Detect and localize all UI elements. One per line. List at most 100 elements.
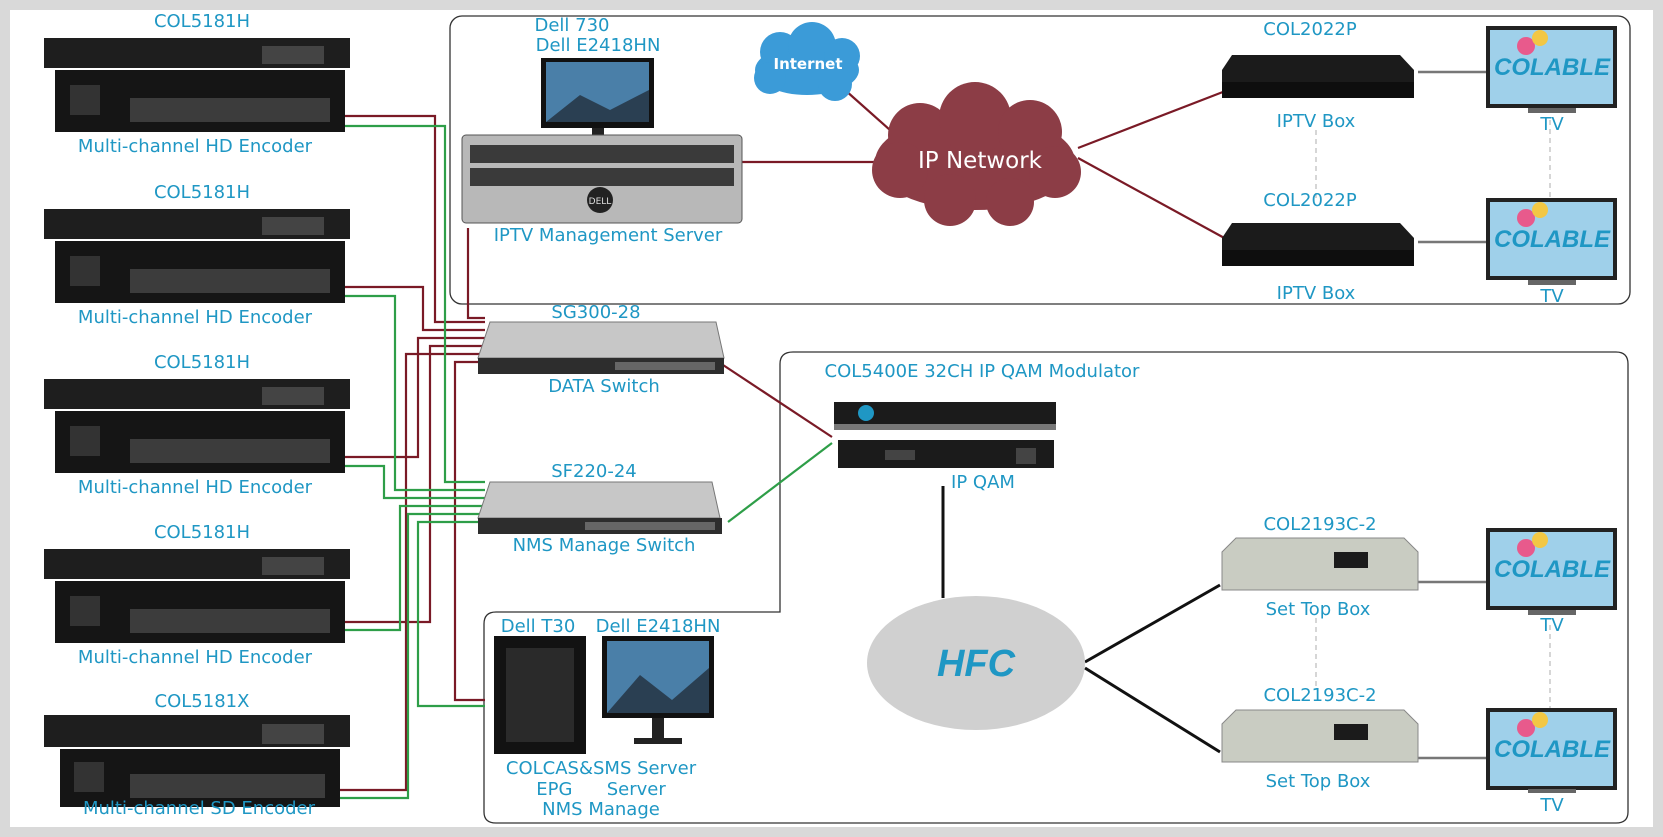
dashed-links (1315, 120, 1551, 708)
stb-display (1334, 552, 1368, 568)
tv-caption: TV (1539, 286, 1564, 307)
switch-icon (477, 321, 725, 359)
encoder-port-panel (262, 387, 324, 405)
tv-screen (1490, 712, 1613, 786)
cas-caption-1: COLCAS&SMS Server (506, 758, 697, 779)
tv-brand: COLABLE (1494, 226, 1611, 253)
data-switch: SG300-28 DATA Switch (477, 302, 725, 397)
modulator-title: COL5400E 32CH IP QAM Modulator (825, 361, 1140, 382)
set-top-box-2: COL2193C-2 Set Top Box (1221, 685, 1419, 792)
iptv-box-model: COL2022P (1263, 19, 1357, 40)
coax-and-tv-cables (941, 486, 1221, 754)
balloon-icon (1532, 712, 1548, 728)
colable-logo-icon (858, 405, 874, 421)
cas-server: Dell T30 Dell E2418HN COLCAS&SMS Server … (494, 616, 720, 820)
dell-logo-icon (587, 187, 613, 213)
power-socket-icon (1016, 448, 1036, 464)
stb-caption: Set Top Box (1266, 771, 1371, 792)
tv-screen (1490, 30, 1613, 104)
tv-screen (1490, 202, 1613, 276)
tv-brand: COLABLE (1494, 54, 1611, 81)
power-socket-icon (70, 256, 100, 286)
cas-monitor-label: Dell E2418HN (596, 616, 721, 637)
tv-3: COLABLE TV (1486, 528, 1617, 636)
monitor-wallpaper-mountain (607, 668, 709, 713)
balloon-icon (1532, 532, 1548, 548)
stb-model: COL2193C-2 (1263, 514, 1376, 535)
iptv-box-1: COL2022P IPTV Box (1222, 19, 1414, 132)
iptv-box-caption: IPTV Box (1277, 111, 1356, 132)
encoder-input-ports (130, 439, 330, 463)
encoder-model-label: COL5181H (154, 352, 250, 373)
encoder-5: COL5181X Multi-channel SD Encoder (44, 691, 350, 819)
iptv-box-caption: IPTV Box (1277, 283, 1356, 304)
tv-stand (1528, 610, 1576, 615)
modulator-ports (885, 450, 915, 460)
tv-brand: COLABLE (1494, 736, 1611, 763)
power-socket-icon (70, 426, 100, 456)
modulator-front (834, 402, 1056, 424)
cas-caption-3: NMS Manage (542, 799, 660, 820)
monitor-wallpaper-mountain (546, 90, 649, 122)
power-socket-icon (70, 85, 100, 115)
balloon-icon (1517, 209, 1535, 227)
balloon-icon (1517, 539, 1535, 557)
cas-caption-2: EPG Server (536, 779, 666, 800)
iptv-server: Dell 730 Dell E2418HN DELL IPTV Manageme… (461, 15, 743, 246)
tv-stand (1528, 280, 1576, 285)
encoder-caption: Multi-channel HD Encoder (78, 136, 313, 157)
tv-caption: TV (1539, 114, 1564, 135)
monitor-base (634, 738, 682, 744)
encoder-input-ports (130, 98, 330, 122)
tower-label: Dell T30 (501, 616, 576, 637)
internet-label: Internet (773, 55, 842, 73)
drive-bays-top (470, 145, 734, 163)
switch-icon (477, 481, 721, 519)
power-socket-icon (74, 762, 104, 792)
drive-bays-bottom (470, 168, 734, 186)
nms-cables (340, 124, 833, 800)
qam-modulator: COL5400E 32CH IP QAM Modulator IP QAM (825, 361, 1140, 493)
encoder-4: COL5181H Multi-channel HD Encoder (44, 522, 350, 668)
tv-stand (1528, 789, 1576, 793)
stb-model: COL2193C-2 (1263, 685, 1376, 706)
iptv-box-front (1222, 82, 1414, 98)
stb-display (1334, 724, 1368, 740)
switch-ports (615, 362, 715, 370)
encoder-1: COL5181H Multi-channel HD Encoder (44, 11, 350, 157)
stb-caption: Set Top Box (1266, 599, 1371, 620)
balloon-icon (1517, 719, 1535, 737)
encoder-port-panel (262, 217, 324, 235)
nms-switch-model: SF220-24 (551, 461, 637, 482)
encoder-input-ports (130, 609, 330, 633)
encoder-caption: Multi-channel HD Encoder (78, 307, 313, 328)
tv-stand (1528, 108, 1576, 113)
modulator-caption: IP QAM (951, 472, 1015, 493)
data-switch-caption: DATA Switch (548, 376, 660, 397)
switch-ports (585, 522, 715, 530)
encoder-model-label: COL5181X (155, 691, 250, 712)
power-socket-icon (70, 596, 100, 626)
iptv-region-frame (449, 15, 1631, 305)
dell-logo-text: DELL (589, 197, 612, 207)
internet-cloud-icon (754, 22, 860, 101)
encoder-caption: Multi-channel HD Encoder (78, 477, 313, 498)
server-monitor-label-2: Dell E2418HN (536, 35, 661, 56)
iptv-box-model: COL2022P (1263, 190, 1357, 211)
encoder-caption: Multi-channel SD Encoder (83, 798, 316, 819)
encoder-model-label: COL5181H (154, 11, 250, 32)
tv-caption: TV (1539, 615, 1564, 636)
encoder-input-ports (130, 774, 325, 798)
encoder-port-panel (262, 46, 324, 64)
iptv-box-front (1222, 250, 1414, 266)
set-top-box-icon (1221, 537, 1419, 591)
iptv-box-2: COL2022P IPTV Box (1222, 190, 1414, 304)
nms-switch-caption: NMS Manage Switch (513, 535, 696, 556)
tower-grille (506, 648, 574, 742)
encoder-3: COL5181H Multi-channel HD Encoder (44, 352, 350, 498)
tv-4: COLABLE TV (1486, 708, 1617, 816)
hfc-network: HFC (867, 596, 1085, 730)
nms-switch: SF220-24 NMS Manage Switch (477, 461, 722, 556)
balloon-icon (1517, 37, 1535, 55)
monitor-stand (652, 718, 664, 738)
